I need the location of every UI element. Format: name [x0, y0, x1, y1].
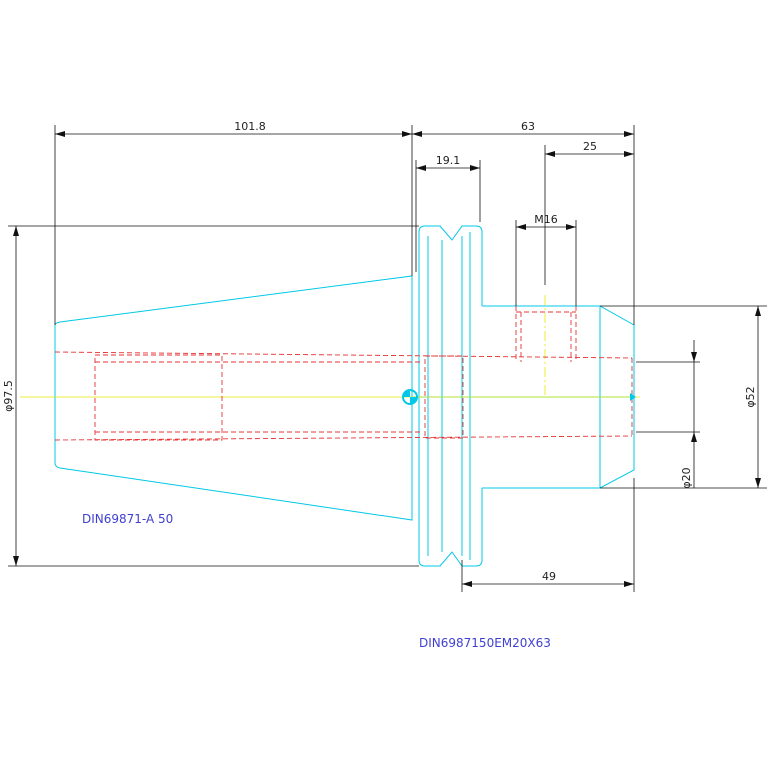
dim-text-101-8: 101.8 — [234, 120, 266, 133]
arrow-97-5-bottom — [13, 556, 19, 566]
flange-pocket — [424, 355, 464, 439]
arrow-52-bottom — [755, 478, 761, 488]
dim-text-20: φ20 — [680, 467, 693, 488]
bore-bottom — [54, 435, 633, 441]
bore-top — [54, 351, 633, 359]
hidden-features — [54, 306, 633, 441]
arrow-63-right — [624, 131, 634, 137]
flange-top — [418, 225, 483, 306]
dimension-lines — [8, 125, 767, 592]
arrow-19-1-left — [416, 165, 426, 171]
arrow-63-left — [412, 131, 422, 137]
arrow-19-1-right — [470, 165, 480, 171]
taper-outline — [54, 275, 413, 521]
center-markers — [402, 389, 636, 405]
dim-text-52: φ52 — [744, 386, 757, 407]
arrow-101-8-left — [55, 131, 65, 137]
dim-text-97-5: φ97.5 — [2, 380, 15, 412]
dim-text-19-1: 19.1 — [436, 154, 461, 167]
arrow-97-5-top — [13, 226, 19, 236]
arrow-49-left — [462, 581, 472, 587]
dim-text-25: 25 — [583, 140, 597, 153]
arrow-52-top — [755, 306, 761, 316]
tool-end-marker-icon — [630, 393, 636, 401]
arrow-25-right — [624, 151, 634, 157]
center-lines — [20, 295, 640, 398]
origin-marker-fill-icon — [403, 390, 417, 404]
dim-text-m16: M16 — [534, 213, 558, 226]
taper-standard-label: DIN69871-A 50 — [82, 512, 173, 526]
arrow-49-right — [624, 581, 634, 587]
arrow-20-top — [691, 352, 697, 362]
arrow-m16-left — [516, 224, 526, 230]
arrow-m16-right — [566, 224, 576, 230]
dim-text-63: 63 — [521, 120, 535, 133]
drawbar-pocket — [94, 354, 223, 441]
dimension-arrows — [13, 131, 761, 587]
part-number-label: DIN6987150EM20X63 — [419, 636, 551, 650]
arrow-101-8-right — [402, 131, 412, 137]
dim-text-49: 49 — [542, 570, 556, 583]
flange-bottom — [418, 488, 483, 567]
arrow-25-left — [545, 151, 555, 157]
arrow-20-bottom — [691, 432, 697, 442]
